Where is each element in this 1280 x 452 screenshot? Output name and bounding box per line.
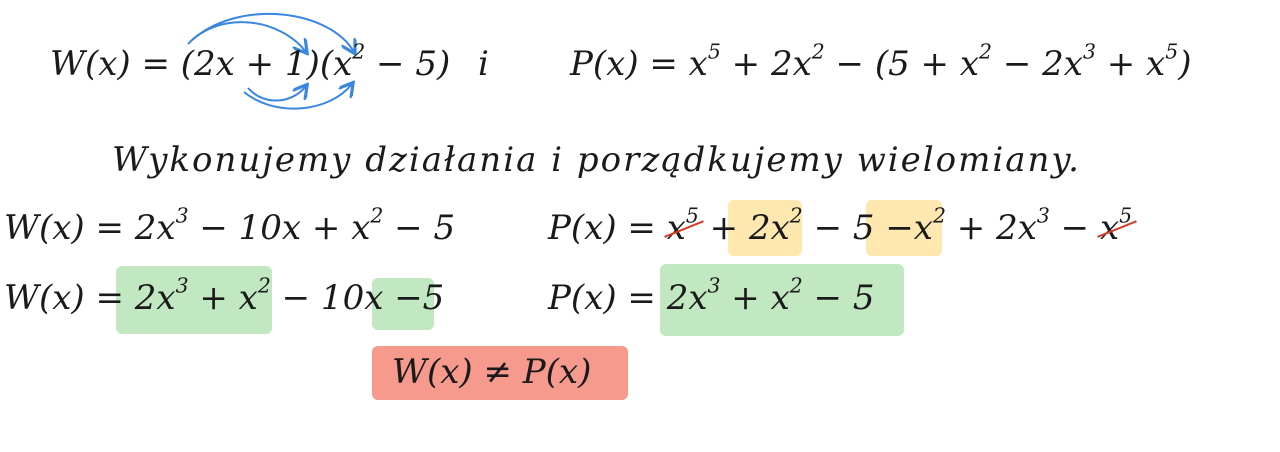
- w-definition: W(x) = (2x + 1)(x2 − 5): [50, 39, 451, 84]
- p-ordered: P(x) = 2x3 + x2 − 5: [548, 273, 875, 318]
- w-expanded: W(x) = 2x3 − 10x + x2 − 5: [4, 203, 456, 248]
- highlight-minus-x2: [866, 200, 942, 256]
- p-expanded: P(x) = x5 + 2x2 − 5 −x2 + 2x3 − x5: [548, 203, 1133, 248]
- w-ordered: W(x) = 2x3 + x2 − 10x −5: [4, 273, 445, 318]
- p-definition: P(x) = x5 + 2x2 − (5 + x2 − 2x3 + x5): [570, 39, 1192, 84]
- highlight-conclusion: [372, 346, 628, 400]
- highlight-p-result: [660, 264, 904, 336]
- highlight-w-grouped: [116, 266, 272, 334]
- cancelled-x5: x5: [666, 203, 699, 248]
- cancelled-x5-second: x5: [1099, 203, 1133, 248]
- conclusion: W(x) ≠ P(x): [392, 352, 592, 392]
- highlight-2x2: [728, 200, 802, 256]
- conjunction: i: [478, 44, 489, 84]
- highlight-w-const: [372, 278, 434, 330]
- instruction-text: Wykonujemy działania i porządkujemy wiel…: [112, 140, 1081, 180]
